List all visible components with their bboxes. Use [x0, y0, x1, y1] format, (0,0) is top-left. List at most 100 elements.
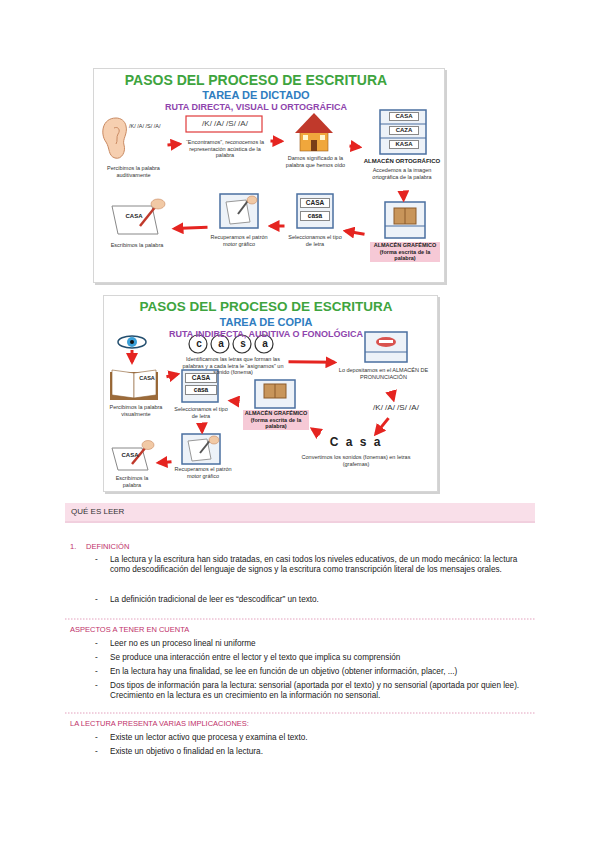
flow-arrow	[201, 428, 204, 431]
paper-sheet	[188, 439, 211, 461]
step-box: /K/ /A/ /S/ /A/Percibimos la palabra aud…	[101, 113, 166, 183]
shelf-frame	[380, 110, 426, 154]
word-card: casa	[300, 211, 330, 221]
word-card: CASA	[185, 373, 217, 383]
step-caption: “Encontramos”, reconocemos la representa…	[181, 139, 269, 159]
flow-arrow	[230, 399, 239, 403]
flow-arrow	[345, 231, 364, 234]
flow-arrow	[271, 225, 285, 228]
bullet-mark: -	[95, 555, 105, 565]
step-caption: Recuperamos el patrón motor gráfico	[209, 234, 269, 247]
body-text: Existe un lector activo que procesa y ex…	[110, 733, 535, 743]
flow-arrow	[402, 196, 405, 199]
hand-shape	[209, 436, 219, 444]
image-background	[103, 295, 438, 492]
store-name: ALMACÉN GRAFÉMICO (forma escrita de la p…	[370, 242, 440, 262]
bullet-mark: -	[95, 681, 105, 691]
shelf-icon	[255, 380, 295, 408]
body-text: Se produce una interacción entre el lect…	[110, 653, 535, 663]
house-wall	[300, 131, 328, 151]
mouth-teeth	[379, 340, 393, 343]
phoneme-text: /K/ /A/ /S/ /A/	[129, 123, 171, 130]
step-caption: Percibimos la palabra auditivamente	[101, 165, 166, 178]
body-text: Existe un objetivo o finalidad en la lec…	[110, 747, 535, 757]
step-box: Recuperamos el patrón motor gráfico	[209, 193, 269, 259]
house-window	[320, 135, 325, 140]
hand-shape	[151, 199, 165, 209]
hand-shape	[142, 441, 154, 450]
pointer-arrow	[131, 350, 134, 362]
step-caption: Recuperamos el patrón motor gráfico	[173, 466, 233, 479]
flow-arrow	[174, 227, 207, 228]
step-box: Damos significado a la palabra que hemos…	[283, 109, 348, 175]
box-icon	[394, 208, 416, 224]
eye-icon	[118, 336, 146, 348]
house-door	[311, 140, 317, 151]
flow-arrow	[349, 146, 359, 147]
flow-arrow	[167, 144, 179, 145]
store-box: ALMACÉN GRAFÉMICO (forma escrita de la p…	[241, 379, 311, 431]
step-caption: Accedemos a la imagen ortográfica de la …	[365, 167, 439, 180]
diagram-image: PASOS DEL PROCESO DE ESCRITURATAREA DE D…	[93, 68, 445, 283]
section-separator	[65, 619, 535, 620]
bullet-mark: -	[95, 733, 105, 743]
image-background	[93, 68, 445, 283]
store-box: Lo depositamos en el ALMACÉN DE PRONUNCI…	[336, 331, 431, 395]
step-caption: Percibimos la palabra visualmente	[107, 404, 165, 417]
section-title: QUÉ ES LEER	[71, 507, 371, 517]
shelf-frame	[255, 380, 295, 408]
step-box: Recuperamos el patrón motor gráfico	[173, 433, 233, 485]
store-box: ALMACÉN GRAFÉMICO (forma escrita de la p…	[366, 201, 444, 281]
eye-outline	[118, 336, 146, 348]
step-caption: Escribimos la palabra	[101, 242, 173, 249]
shelf-board	[365, 352, 407, 353]
body-text: Dos tipos de información para la lectura…	[110, 681, 535, 701]
shelf-frame	[182, 370, 218, 402]
step-box: CASA casaSeleccionamos el tipo de letra	[173, 369, 229, 427]
letter: s	[234, 338, 252, 350]
box-tape	[405, 208, 406, 224]
step-caption: Damos significado a la palabra que hemos…	[283, 155, 348, 168]
house-roof	[295, 113, 333, 133]
section-band: QUÉ ES LEER	[65, 503, 535, 521]
store-name: ALMACÉN GRAFÉMICO (forma escrita de la p…	[243, 410, 309, 430]
shelf-board	[380, 138, 426, 139]
shelf-frame	[365, 332, 407, 362]
word-card: CASA	[389, 112, 419, 121]
word-card: CAZA	[389, 126, 419, 135]
grapheme-text: C a s a	[301, 435, 411, 449]
eye-pupil	[130, 340, 134, 344]
body-text: En la lectura hay una finalidad, se lee …	[110, 667, 535, 677]
diagram-title: PASOS DEL PROCESO DE ESCRITURA	[104, 299, 428, 315]
bullet-mark: -	[95, 653, 105, 663]
paper-sheet	[112, 206, 158, 234]
flow-arrow	[376, 418, 389, 434]
flow-arrow	[391, 396, 395, 399]
step-caption: Seleccionamos el tipo de letra	[173, 406, 229, 419]
diagram-image: PASOS DEL PROCESO DE ESCRITURATAREA DE C…	[103, 295, 438, 492]
shelf-board	[380, 124, 426, 125]
box-tape	[275, 384, 276, 398]
section-separator	[65, 713, 535, 714]
flow-arrow	[312, 429, 320, 434]
shelf-frame	[385, 202, 425, 238]
writing-hand-icon	[112, 199, 165, 234]
bullet-mark: -	[95, 667, 105, 677]
step-box: CASAEscribimos la palabra	[107, 441, 157, 489]
step-box: CASA Percibimos la palabra visualmente	[107, 334, 165, 434]
body-text: La definición tradicional de leer es “de…	[110, 595, 535, 605]
step-caption: Escribimos la palabra	[107, 475, 157, 488]
step-caption: Seleccionamos el tipo de letra	[286, 234, 344, 247]
section-heading: DEFINICIÓN	[86, 542, 286, 551]
bullet-mark: -	[95, 639, 105, 649]
word-card: casa	[185, 385, 217, 395]
section-heading: LA LECTURA PRESENTA VARIAS IMPLICACIONES…	[70, 719, 390, 728]
written-word: CASA	[135, 375, 159, 382]
book-page	[112, 370, 134, 398]
task-subtitle: TAREA DE DICTADO	[94, 89, 418, 102]
box-icon	[264, 384, 286, 398]
paper-sheet	[112, 448, 148, 470]
body-text: La lectura y la escritura han sido trata…	[110, 555, 535, 575]
step-caption: Lo depositamos en el ALMACÉN DE PRONUNCI…	[336, 367, 431, 380]
